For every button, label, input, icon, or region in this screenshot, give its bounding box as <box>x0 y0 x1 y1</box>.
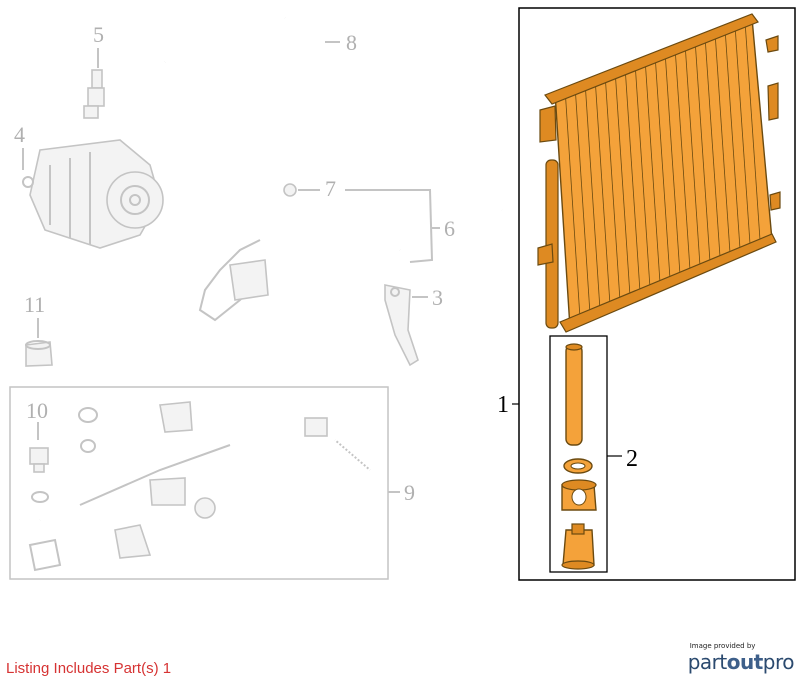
callout-10: 10 <box>26 398 48 423</box>
listing-note: Listing Includes Part(s) 1 <box>6 660 172 677</box>
callout-8: 8 <box>346 30 357 55</box>
part-2-dryer <box>561 343 597 570</box>
logo-part: part <box>687 650 728 674</box>
image-credit: Image provided by partoutpro <box>687 642 795 674</box>
part-10-valve <box>29 422 49 473</box>
hose-assembly <box>164 52 402 322</box>
part-2-box <box>549 335 608 573</box>
part-11-cap <box>25 318 53 367</box>
part-9-kit-box <box>9 386 389 580</box>
callout-4: 4 <box>14 122 25 147</box>
part-8-line <box>284 16 504 211</box>
part-4-compressor <box>22 139 164 249</box>
credit-caption: Image provided by <box>689 642 756 650</box>
callout-5: 5 <box>93 22 104 47</box>
logo-out: out <box>726 650 764 674</box>
callout-7: 7 <box>325 176 336 201</box>
partoutpro-logo: partoutpro <box>687 650 795 674</box>
callout-3: 3 <box>432 285 443 310</box>
part-1-highlight-box <box>518 7 796 581</box>
part-9-kit-contents <box>28 401 372 572</box>
logo-pro: pro <box>762 650 795 674</box>
callout-2: 2 <box>626 446 638 472</box>
part-1-condenser <box>537 13 781 333</box>
callout-1: 1 <box>497 392 509 418</box>
callout-7-leader <box>345 189 434 263</box>
callout-9: 9 <box>404 480 415 505</box>
callout-11: 11 <box>24 292 45 317</box>
callout-6: 6 <box>444 216 455 241</box>
part-5-sensor <box>83 48 105 119</box>
part-3-bracket <box>384 284 428 367</box>
